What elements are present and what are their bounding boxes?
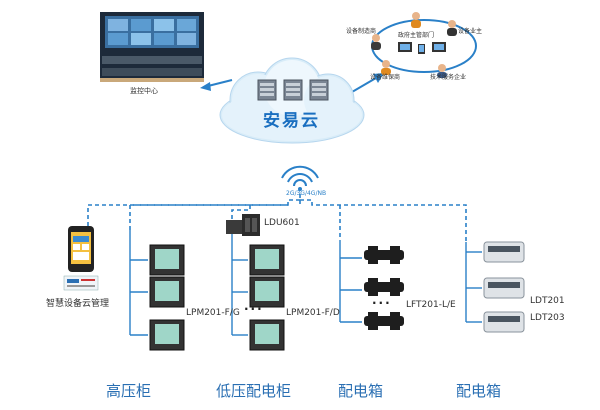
network-lines [87, 194, 467, 242]
group3-device-label: LFT201-L/E [406, 300, 456, 310]
person-icon [371, 12, 457, 78]
device-screen-icon [398, 42, 446, 54]
smartphone-icon [68, 226, 94, 272]
app-label: 智慧设备云管理 [46, 299, 110, 309]
group4-device-label-1: LDT201 [530, 296, 565, 306]
stakeholder-manufacturer: 设备制造商 [346, 28, 377, 35]
group1-caption: 高压柜 [106, 382, 152, 400]
stakeholder-maintainer: 设备维保商 [370, 74, 401, 81]
current-sensor-icon [364, 246, 404, 330]
group2-caption: 低压配电柜 [216, 382, 292, 400]
monitor-center-caption: 监控中心 [130, 87, 158, 95]
group3-caption: 配电箱 [338, 382, 384, 400]
ldu601-unit-icon [226, 214, 260, 236]
power-meter-icon [249, 244, 285, 351]
group4-device-label-2: LDT203 [530, 313, 565, 323]
network-label: 2G/3G/4G/NB [286, 190, 327, 197]
stakeholder-tech: 技术服务企业 [430, 74, 467, 81]
arrow-to-monitor [200, 79, 233, 91]
group1-device-label: LPM201-F/G [186, 308, 240, 318]
stakeholder-owner: 设备业主 [458, 28, 483, 35]
bus-lines [129, 230, 482, 336]
cloud-server-icon [257, 79, 329, 101]
monitor-center-photo [100, 12, 204, 82]
arrow-to-stakeholders [351, 73, 384, 93]
power-meter-icon [149, 244, 185, 351]
data-terminal-icon [483, 241, 525, 333]
cloud-title: 安易云 [263, 111, 320, 131]
group4-caption: 配电箱 [456, 382, 502, 400]
more-devices-ellipsis: ··· [244, 302, 264, 316]
app-logo-icon [63, 275, 99, 291]
wireless-signal-icon [281, 165, 319, 191]
group2-device-label: LPM201-F/D [286, 308, 340, 318]
more-devices-ellipsis: ··· [372, 296, 392, 310]
ldu601-label: LDU601 [264, 218, 300, 228]
stakeholder-government: 政府主管部门 [398, 32, 435, 39]
